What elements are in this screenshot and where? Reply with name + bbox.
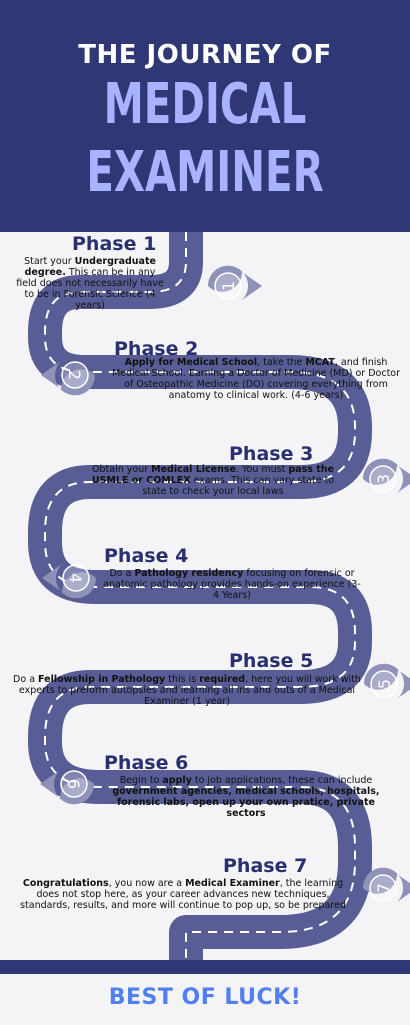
- pin-number: 5: [375, 679, 394, 689]
- pin-marker-2: 2: [41, 361, 96, 396]
- pin-ring: [62, 564, 90, 592]
- pin-number: 1: [219, 281, 238, 291]
- phase-6-title: Phase 6: [104, 752, 189, 774]
- pin-marker-6: 6: [40, 770, 95, 805]
- title-line-2: MEDICAL: [103, 72, 307, 137]
- header-banner: THE JOURNEY OF MEDICAL EXAMINER: [0, 0, 410, 232]
- pin-ring: [369, 465, 397, 493]
- title-line-3: EXAMINER: [86, 140, 324, 205]
- phase-4-text: Do a Pathology residency focusing on for…: [103, 568, 361, 601]
- pin-marker-4: 4: [42, 564, 97, 599]
- footer-band: [0, 960, 410, 974]
- winding-road: 1 2 3 4 5 6 7: [28, 232, 410, 962]
- phase-6-text: Begin to apply to job applications, thes…: [112, 775, 380, 819]
- pin-number: 2: [65, 370, 84, 380]
- phase-7-title: Phase 7: [223, 855, 308, 877]
- phase-1-text: Start your Undergraduate degree. This ca…: [16, 256, 164, 311]
- pin-number: 7: [374, 883, 393, 893]
- phase-2-text: Apply for Medical School, take the MCAT,…: [111, 357, 401, 401]
- pin-ring: [61, 361, 89, 389]
- phase-4-title: Phase 4: [104, 545, 189, 567]
- pin-number: 3: [374, 474, 393, 484]
- pin-number: 4: [66, 573, 85, 583]
- pin-marker-3: 3: [362, 458, 410, 493]
- footer-message: BEST OF LUCK!: [108, 985, 302, 1010]
- pin-marker-1: 1: [207, 265, 262, 300]
- pin-marker-7: 7: [362, 867, 410, 902]
- pin-number: 6: [64, 779, 83, 789]
- phase-7-text: Congratulations, you now are a Medical E…: [20, 878, 346, 911]
- title-line-1: THE JOURNEY OF: [78, 40, 332, 70]
- pin-ring: [369, 874, 397, 902]
- pin-marker-5: 5: [363, 663, 410, 698]
- phase-5-title: Phase 5: [229, 650, 314, 672]
- phase-1-title: Phase 1: [72, 233, 157, 255]
- pin-ring: [60, 770, 88, 798]
- phase-3-text: Obtain your Medical License. You must pa…: [91, 464, 335, 497]
- phase-3-title: Phase 3: [229, 443, 314, 465]
- phase-5-text: Do a Fellowship in Pathology this is req…: [13, 674, 361, 707]
- pin-ring: [370, 670, 398, 698]
- pin-ring: [214, 272, 242, 300]
- phase-2-title: Phase 2: [114, 338, 199, 360]
